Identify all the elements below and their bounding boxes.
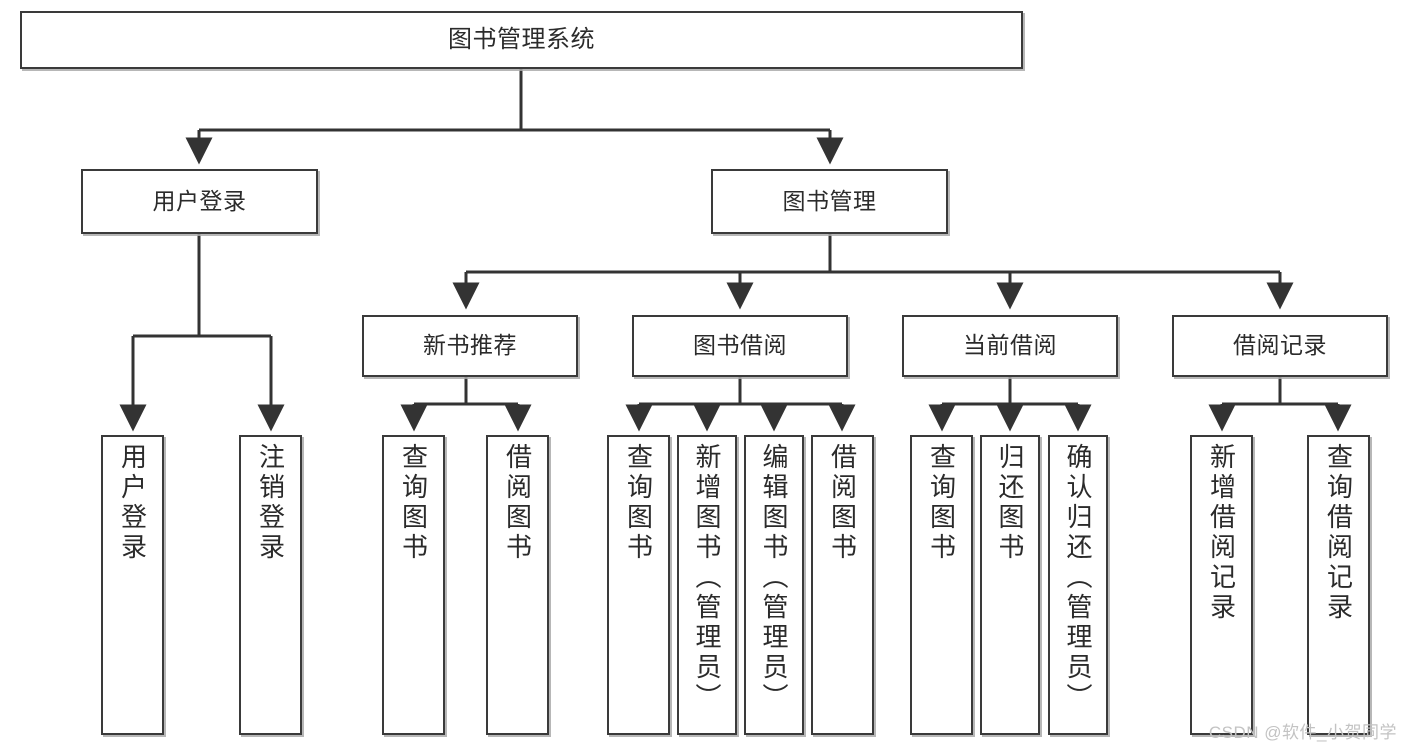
node-leaf-borrow-book-2[interactable]: 借阅图书 — [811, 435, 874, 735]
node-borrow-record-label: 借阅记录 — [1233, 332, 1327, 359]
node-leaf-add-record[interactable]: 新增借阅记录 — [1190, 435, 1253, 735]
csdn-watermark: CSDN @软件_小贺同学 — [1208, 723, 1397, 742]
node-leaf-borrow-book-1[interactable]: 借阅图书 — [486, 435, 549, 735]
node-book-manage-label: 图书管理 — [782, 187, 877, 214]
node-leaf-return-book[interactable]: 归还图书 — [980, 435, 1040, 735]
node-book-borrow[interactable]: 图书借阅 — [632, 315, 848, 377]
node-new-book-rec[interactable]: 新书推荐 — [362, 315, 578, 377]
node-leaf-edit-book-label: 编辑图书（管理员） — [759, 443, 789, 713]
node-borrow-record[interactable]: 借阅记录 — [1172, 315, 1388, 377]
node-current-borrow-label: 当前借阅 — [963, 332, 1057, 359]
node-leaf-query-book-3[interactable]: 查询图书 — [910, 435, 973, 735]
node-leaf-user-login[interactable]: 用户登录 — [101, 435, 164, 735]
node-leaf-logout-login[interactable]: 注销登录 — [239, 435, 302, 735]
node-leaf-confirm-return-label: 确认归还（管理员） — [1063, 443, 1093, 713]
node-leaf-query-record-label: 查询借阅记录 — [1323, 443, 1354, 623]
node-leaf-query-book-2-label: 查询图书 — [623, 443, 654, 563]
node-leaf-query-book-2[interactable]: 查询图书 — [607, 435, 670, 735]
node-leaf-edit-book[interactable]: 编辑图书（管理员） — [744, 435, 804, 735]
node-leaf-logout-login-label: 注销登录 — [255, 443, 286, 563]
node-leaf-add-book[interactable]: 新增图书（管理员） — [677, 435, 737, 735]
node-leaf-query-book-1[interactable]: 查询图书 — [382, 435, 445, 735]
node-user-login[interactable]: 用户登录 — [81, 169, 318, 234]
node-root[interactable]: 图书管理系统 — [20, 11, 1023, 69]
node-leaf-confirm-return[interactable]: 确认归还（管理员） — [1048, 435, 1108, 735]
node-book-borrow-label: 图书借阅 — [693, 332, 787, 359]
node-leaf-query-record[interactable]: 查询借阅记录 — [1307, 435, 1370, 735]
node-leaf-query-book-1-label: 查询图书 — [398, 443, 429, 563]
node-leaf-user-login-label: 用户登录 — [117, 443, 148, 563]
node-leaf-return-book-label: 归还图书 — [995, 443, 1025, 563]
node-user-login-label: 用户登录 — [152, 187, 247, 214]
node-current-borrow[interactable]: 当前借阅 — [902, 315, 1118, 377]
node-leaf-add-record-label: 新增借阅记录 — [1206, 443, 1237, 623]
node-leaf-borrow-book-2-label: 借阅图书 — [827, 443, 858, 563]
node-root-label: 图书管理系统 — [448, 25, 595, 53]
node-book-manage[interactable]: 图书管理 — [711, 169, 948, 234]
node-leaf-borrow-book-1-label: 借阅图书 — [502, 443, 533, 563]
node-new-book-rec-label: 新书推荐 — [423, 332, 517, 359]
node-leaf-query-book-3-label: 查询图书 — [926, 443, 957, 563]
node-leaf-add-book-label: 新增图书（管理员） — [692, 443, 722, 713]
